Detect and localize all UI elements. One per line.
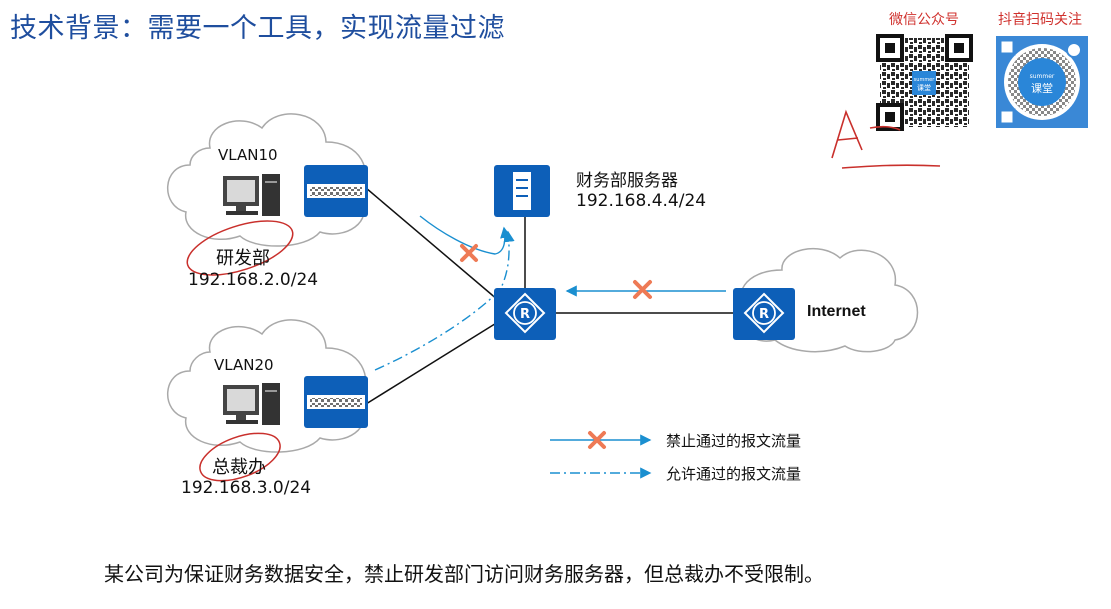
douyin-logo-top: summer — [1030, 73, 1055, 80]
qr-logo-top: summer — [914, 77, 936, 83]
rd-dept-label: 研发部 — [216, 248, 270, 269]
rd-subnet-label: 192.168.2.0/24 — [188, 270, 319, 290]
link-switch1-router — [365, 187, 499, 301]
handwritten-annotation — [831, 109, 941, 169]
caption-text: 某公司为保证财务数据安全，禁止研发部门访问财务服务器，但总裁办不受限制。 — [104, 562, 824, 586]
link-switch2-router — [365, 321, 499, 405]
page-title: 技术背景：需要一个工具，实现流量过滤 — [10, 13, 505, 44]
server-ip-label: 192.168.4.4/24 — [576, 191, 707, 211]
vlan20-label: VLAN20 — [214, 356, 274, 374]
legend-deny-text: 禁止通过的报文流量 — [666, 432, 802, 450]
switch-vlan10-icon — [304, 165, 368, 217]
server-name-label: 财务部服务器 — [576, 171, 678, 191]
cross-mark-rd — [460, 244, 478, 262]
legend-cross-mark — [588, 431, 606, 449]
douyin-label: 抖音扫码关注 — [998, 12, 1082, 28]
douyin-code — [996, 36, 1088, 128]
ceo-dept-label: 总裁办 — [212, 457, 266, 478]
wechat-label: 微信公众号 — [889, 12, 959, 28]
vlan10-label: VLAN10 — [218, 146, 278, 164]
core-router-icon — [494, 288, 556, 340]
pc-vlan20-icon — [223, 383, 280, 425]
handwritten-circle-ceo — [199, 432, 281, 482]
internet-router-symbol: R — [759, 307, 769, 322]
core-router-symbol: R — [520, 307, 530, 322]
legend-allow-text: 允许通过的报文流量 — [666, 465, 802, 483]
finance-server-icon — [494, 165, 550, 217]
wechat-qr-code — [876, 34, 973, 131]
ceo-subnet-label: 192.168.3.0/24 — [181, 478, 312, 498]
internet-router-icon — [733, 288, 795, 340]
internet-label: Internet — [807, 303, 866, 320]
pc-vlan10-icon — [223, 174, 280, 216]
cross-mark-internet — [633, 280, 652, 299]
allowed-flow-ceo-to-server — [374, 230, 515, 371]
handwritten-circle-rd — [186, 220, 294, 276]
qr-logo-bottom: 课堂 — [917, 83, 931, 92]
switch-vlan20-icon — [304, 376, 368, 428]
douyin-logo-bottom: 课堂 — [1031, 82, 1053, 95]
